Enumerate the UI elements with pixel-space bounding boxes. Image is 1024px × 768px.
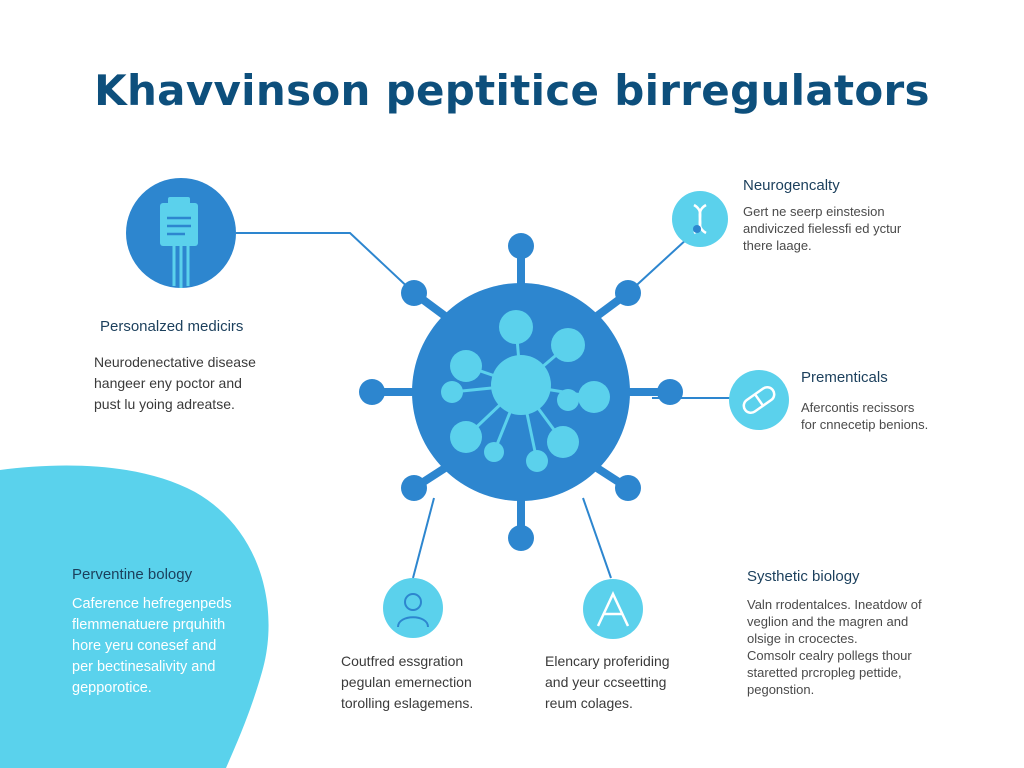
connector-elemency (582, 497, 612, 579)
connector-personalized (236, 232, 415, 294)
node-controlled (383, 578, 443, 638)
inner-node (484, 442, 504, 462)
description-line: reum colages. (545, 695, 633, 711)
description-line: for cnnecetip benions. (801, 417, 929, 432)
node-premedicals (729, 370, 789, 430)
description-line: Elencary proferiding (545, 653, 670, 669)
description-line: Coutfred essgration (341, 653, 464, 669)
neurogenic-description: Gert ne seerp einstesion andiviczed fiel… (743, 203, 901, 254)
description-line: per bectinesalivity and (72, 659, 216, 675)
description-line: and yeur ccseetting (545, 674, 667, 690)
description-line: veglion and the magren and (747, 614, 909, 629)
description-line: Afercontis recissors (801, 400, 915, 415)
knob-top-left (401, 280, 427, 306)
synthetic-description: Valn rrodentalces. Ineatdow of veglion a… (747, 596, 922, 698)
inner-node-core (491, 355, 551, 415)
inner-node (547, 426, 579, 458)
controlled-description: Coutfred essgration pegulan emernection … (341, 651, 473, 714)
description-line: there laage. (743, 238, 812, 253)
inner-node (450, 421, 482, 453)
knob-right (657, 379, 683, 405)
description-line: Caference hefregenpeds (72, 596, 232, 612)
spoke-knobs (359, 233, 683, 551)
node-neurogenic (672, 191, 728, 247)
node-personalized (126, 178, 236, 288)
description-line: pegonstion. (747, 682, 815, 697)
inner-node (450, 350, 482, 382)
premedicals-heading: Prementicals (801, 369, 888, 386)
description-line: andiviczed fielessfi ed yctur (743, 221, 902, 236)
personalized-heading: Personalzed medicirs (100, 318, 244, 335)
description-line: staretted prcropleg pettide, (747, 665, 902, 680)
inner-node (551, 328, 585, 362)
description-line: olsige in crocectes. (747, 631, 858, 646)
description-line: hangeer eny poctor and (94, 375, 242, 391)
connector-controlled (412, 497, 435, 579)
inner-node (499, 310, 533, 344)
inner-node (578, 381, 610, 413)
inner-node (441, 381, 463, 403)
synthetic-heading: Systhetic biology (747, 568, 860, 585)
description-line: Gert ne seerp einstesion (743, 204, 885, 219)
description-line: pust lu yoing adreatse. (94, 396, 235, 412)
neurogenic-heading: Neurogencalty (743, 177, 840, 194)
knob-bottom (508, 525, 534, 551)
inner-node (526, 450, 548, 472)
node-elemency (583, 579, 643, 639)
description-line: Valn rrodentalces. Ineatdow of (747, 597, 922, 612)
personalized-description: Neurodenectative disease hangeer eny poc… (94, 352, 256, 415)
premedicals-description: Afercontis recissors for cnnecetip benio… (801, 399, 928, 433)
knob-left (359, 379, 385, 405)
knob-bottom-right (615, 475, 641, 501)
preventive-description: Caference hefregenpeds flemmenatuere prq… (72, 594, 232, 699)
elemency-description: Elencary proferiding and yeur ccseetting… (545, 651, 670, 714)
preventive-heading: Perventine bology (72, 566, 193, 583)
triangle-a-icon (596, 591, 630, 627)
page-title: Khavvinson peptitice birregulators (94, 66, 930, 115)
description-line: pegulan emernection (341, 674, 472, 690)
pill-capsule-icon (742, 386, 776, 414)
document-icon (160, 197, 198, 288)
hub-inner-network (441, 310, 610, 472)
knob-top (508, 233, 534, 259)
knob-top-right (615, 280, 641, 306)
description-line: Comsolr cealry pollegs thour (747, 648, 912, 663)
person-icon (397, 593, 429, 628)
inner-node (557, 389, 579, 411)
description-line: hore yeru conesef and (72, 638, 217, 654)
description-line: torolling eslagemens. (341, 695, 474, 711)
description-line: Neurodenectative disease (94, 354, 256, 370)
description-line: flemmenatuere prquhith (72, 617, 226, 633)
description-line: gepporotice. (72, 680, 152, 696)
knob-bottom-left (401, 475, 427, 501)
